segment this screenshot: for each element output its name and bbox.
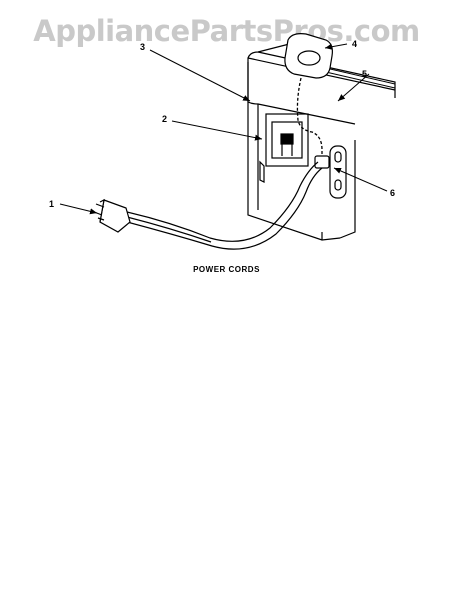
diagram-caption: POWER CORDS: [193, 265, 260, 274]
callout-1: 1: [49, 199, 54, 209]
watermark-text: AppliancePartsPros.com: [33, 14, 420, 48]
leader-lines: [59, 43, 388, 215]
callout-3: 3: [140, 42, 145, 52]
plug-icon: [93, 198, 131, 233]
dashed-wire: [296, 77, 323, 160]
callout-6: 6: [390, 188, 395, 198]
strain-relief-bracket: [314, 145, 347, 199]
access-cover: [284, 33, 333, 79]
callout-5: 5: [362, 69, 367, 79]
terminal-block: [259, 113, 309, 183]
callout-4: 4: [352, 39, 357, 49]
callout-2: 2: [162, 114, 167, 124]
power-cord: [126, 161, 323, 250]
